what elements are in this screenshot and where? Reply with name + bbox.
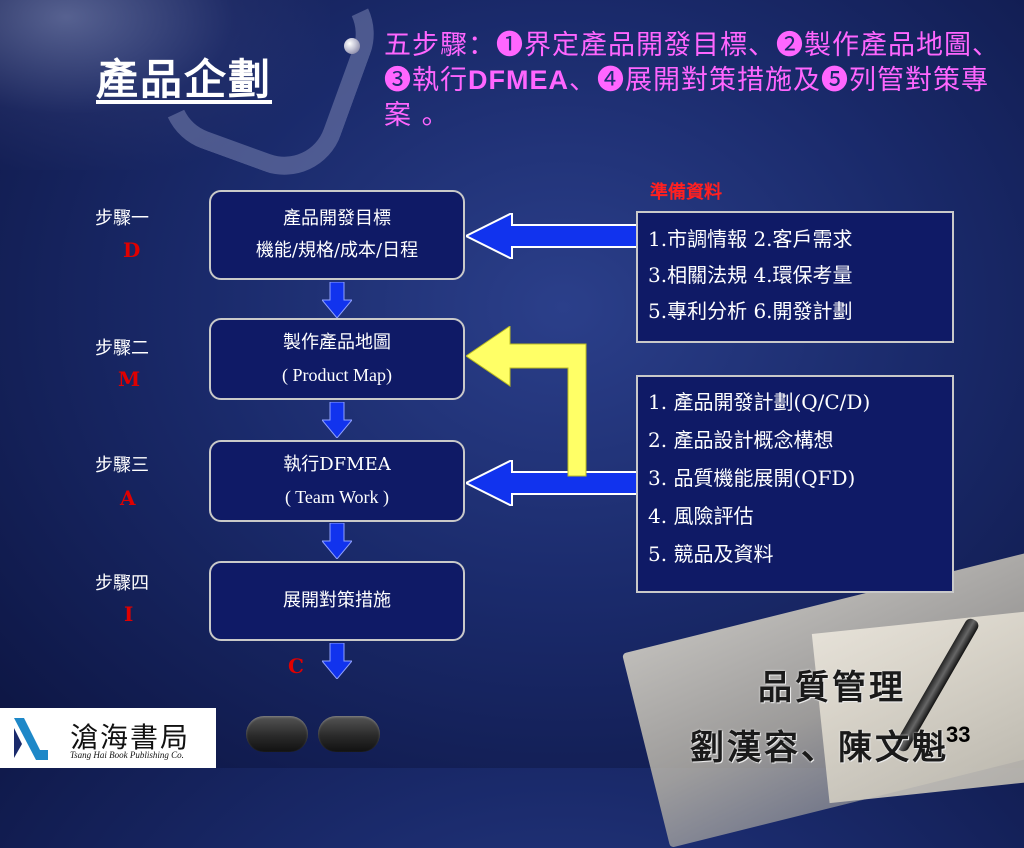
output-list-box: 1. 產品開發計劃(Q/C/D) 2. 產品設計概念構想 3. 品質機能展開(Q… — [636, 375, 954, 593]
step-1-label: 步驟一 — [95, 208, 149, 229]
left-arrow-icon — [466, 213, 638, 259]
down-arrow-icon — [322, 523, 352, 559]
step-4-label: 步驟四 — [95, 573, 149, 594]
number-2-icon: ❷ — [776, 30, 804, 61]
intro-step-1: 界定產品開發目標、 — [524, 30, 776, 61]
intro-step-2: 製作產品地圖、 — [804, 30, 1000, 61]
number-5-icon: ❺ — [821, 65, 849, 96]
left-arrow-icon — [466, 460, 638, 506]
number-1-icon: ❶ — [496, 30, 524, 61]
step-4-letter: I — [124, 602, 134, 626]
authors: 劉漢容、陳文魁 — [690, 728, 949, 768]
step-1-box: 產品開發目標 機能/規格/成本/日程 — [209, 190, 465, 280]
intro-step-4: 展開對策措施及 — [625, 65, 821, 96]
course-title: 品質管理 — [758, 668, 906, 708]
publisher-name-en: Tsang Hai Book Publishing Co. — [70, 750, 184, 760]
step-4-title: 展開對策措施 — [283, 590, 391, 611]
intro-step-3-dfmea: DFMEA — [468, 65, 569, 95]
intro-step-3: 執行 — [412, 65, 468, 96]
step-1-title: 產品開發目標 — [283, 208, 391, 229]
prep-title: 準備資料 — [650, 182, 722, 203]
prep-box: 1.市調情報 2.客戶需求 3.相關法規 4.環保考量 5.專利分析 6.開發計… — [636, 211, 954, 343]
step-3-letter: A — [120, 486, 136, 510]
number-4-icon: ❹ — [597, 65, 625, 96]
next-slide-button[interactable] — [318, 716, 380, 752]
step-2-title: 製作產品地圖 — [283, 332, 391, 353]
intro-step-3-sep: 、 — [569, 65, 597, 96]
down-arrow-icon — [322, 402, 352, 438]
step-2-box: 製作產品地圖 ( Product Map) — [209, 318, 465, 400]
step-3-subtitle: ( Team Work ) — [284, 487, 390, 507]
step-1-letter: D — [123, 238, 141, 262]
step-4-box: 展開對策措施 — [209, 561, 465, 641]
intro-prefix: 五步驟： — [384, 30, 496, 61]
page-number: 33 — [946, 722, 971, 747]
step-2-label: 步驟二 — [95, 338, 149, 359]
publisher-logo: 滄海書局 Tsang Hai Book Publishing Co. — [0, 708, 216, 768]
intro-text: 五步驟：❶界定產品開發目標、❷製作產品地圖、 ❸執行DFMEA、❹展開對策措施及❺… — [384, 28, 1014, 133]
list-item: 5. 競品及資料 — [648, 542, 774, 566]
prev-slide-button[interactable] — [246, 716, 308, 752]
intro-step-5: 列管對策專案 。 — [384, 65, 989, 131]
bullet-icon — [344, 38, 360, 54]
step-3-box: 執行DFMEA ( Team Work ) — [209, 440, 465, 522]
step-2-subtitle: ( Product Map) — [282, 365, 392, 385]
step-2-letter: M — [118, 367, 141, 391]
step-1-subtitle: 機能/規格/成本/日程 — [255, 240, 419, 261]
list-item: 3. 品質機能展開(QFD) — [648, 466, 856, 490]
step-3-title: 執行DFMEA — [283, 454, 391, 475]
down-arrow-icon — [322, 282, 352, 318]
prep-line: 3.相關法規 4.環保考量 — [648, 263, 853, 287]
bent-arrow-icon — [466, 326, 587, 477]
final-letter: C — [288, 654, 304, 678]
list-item: 4. 風險評估 — [648, 504, 754, 528]
number-3-icon: ❸ — [384, 65, 412, 96]
list-item: 2. 產品設計概念構想 — [648, 428, 834, 452]
prep-line: 1.市調情報 2.客戶需求 — [648, 227, 853, 251]
publisher-name: 滄海書局 — [70, 721, 191, 754]
step-3-label: 步驟三 — [95, 455, 149, 476]
prep-line: 5.專利分析 6.開發計劃 — [648, 299, 853, 323]
list-item: 1. 產品開發計劃(Q/C/D) — [648, 390, 871, 414]
slide-title: 產品企劃 — [96, 55, 273, 104]
briefcase-decoration — [0, 0, 330, 170]
down-arrow-icon — [322, 643, 352, 679]
publisher-mark-icon — [14, 718, 48, 760]
